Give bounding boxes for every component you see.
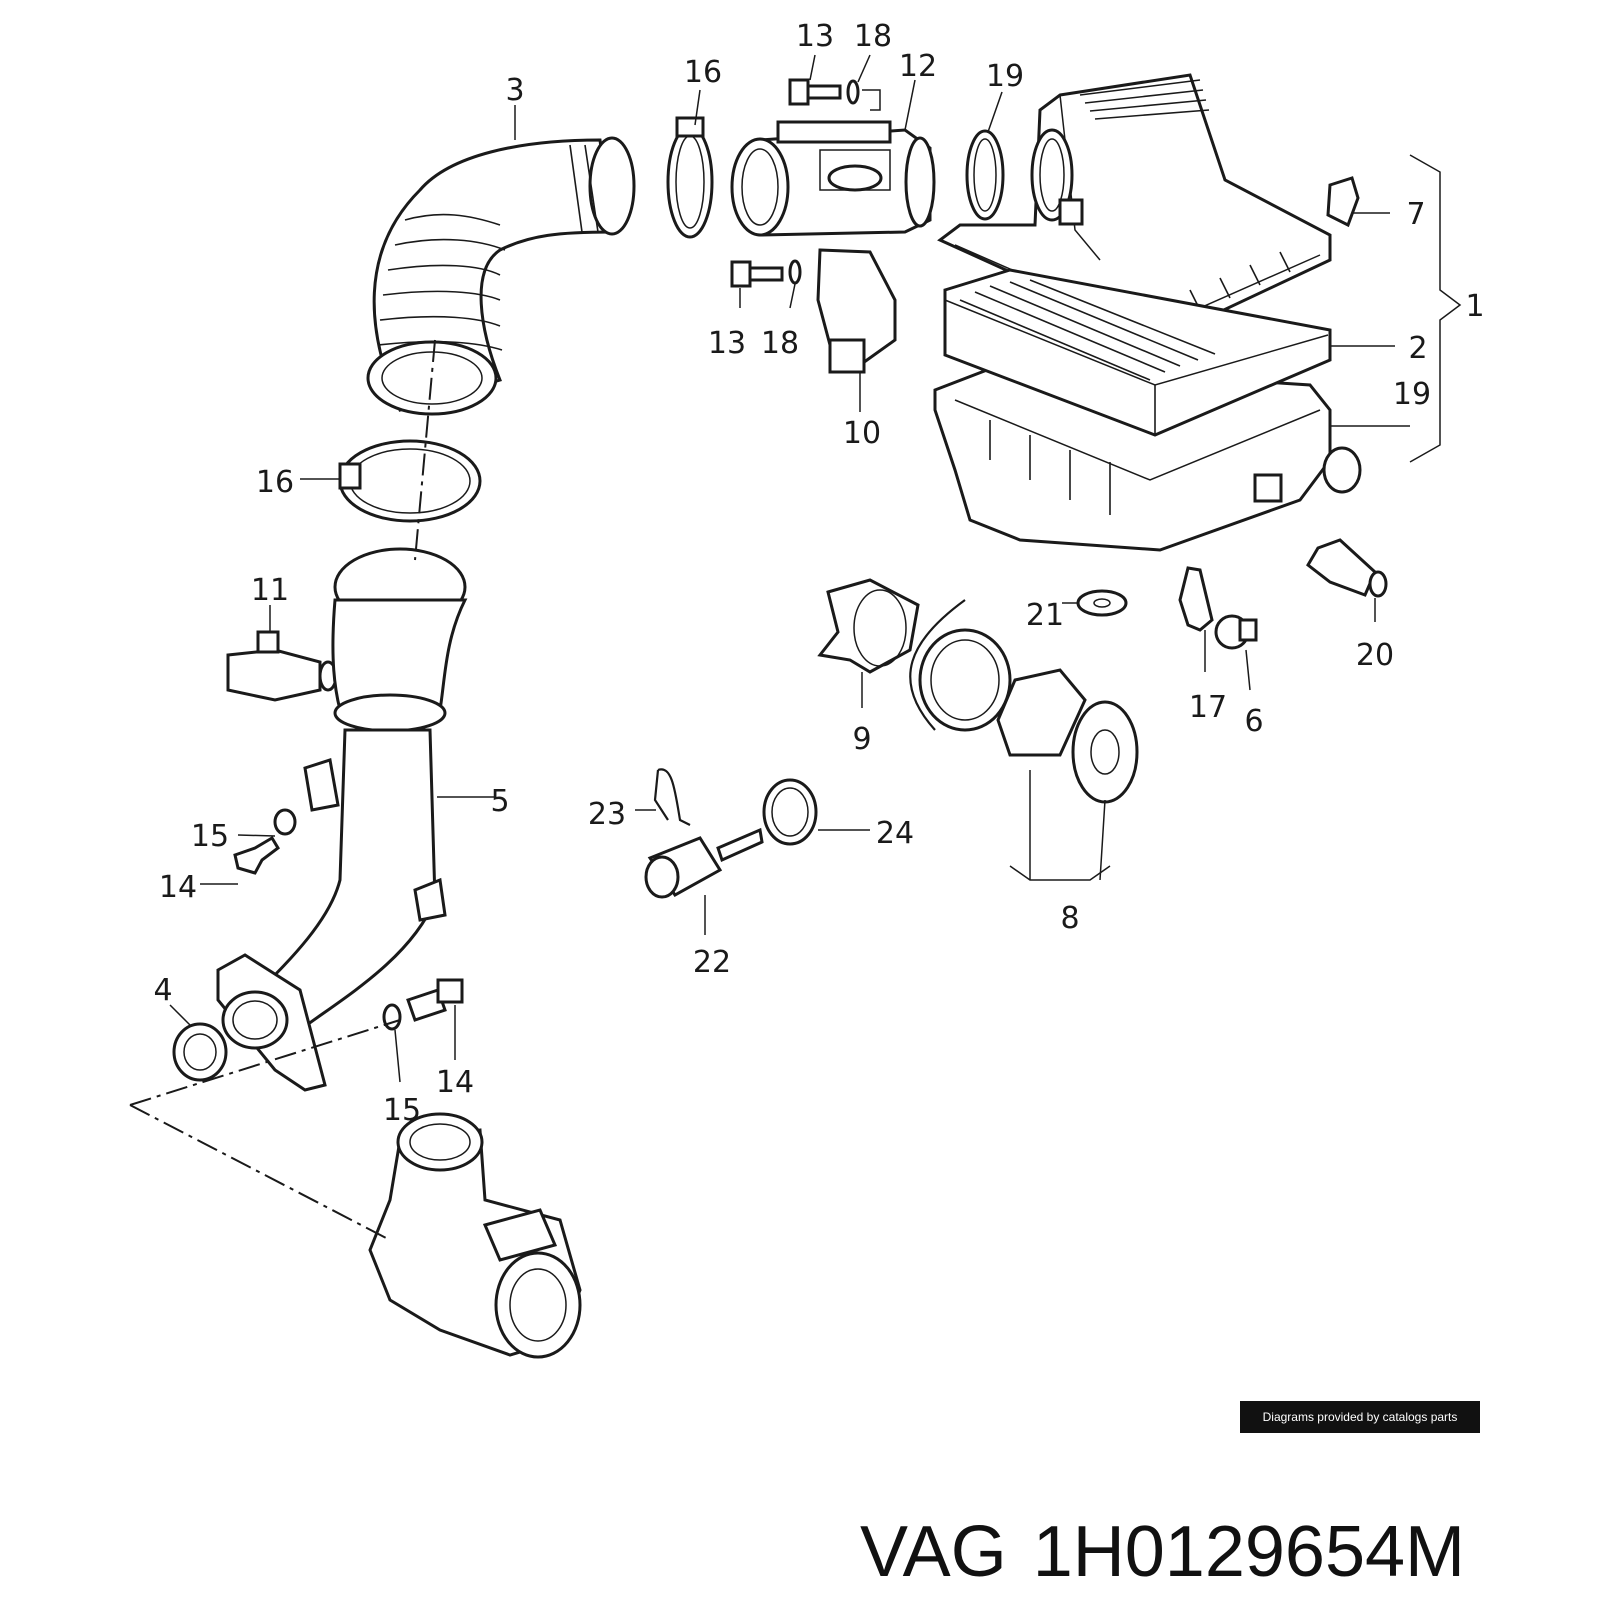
callout-14-upper: 14 [159, 870, 197, 905]
callout-18-upper: 18 [854, 19, 892, 54]
callout-4: 4 [153, 973, 172, 1008]
part-22-sensor [644, 827, 764, 899]
brand-label: VAG [860, 1512, 1007, 1592]
part-5-pipe [216, 547, 468, 1092]
callout-1: 1 [1465, 289, 1484, 324]
part-14-bolt-lower [406, 978, 464, 1022]
callout-13-upper: 13 [796, 19, 834, 54]
callout-16-upper: 16 [684, 55, 722, 90]
callout-9: 9 [852, 722, 871, 757]
callout-21: 21 [1026, 598, 1064, 633]
part-9-bracket [817, 578, 920, 674]
callout-2: 2 [1408, 331, 1427, 366]
part-10-sensor [816, 248, 897, 374]
part-15-washer-upper [273, 808, 297, 836]
callout-labels: 3 16 13 18 12 19 7 1 2 19 13 18 10 16 11… [153, 19, 1484, 1128]
callout-18-lower: 18 [761, 326, 799, 361]
callout-23: 23 [588, 797, 626, 832]
part-12-air-mass-meter [730, 120, 936, 237]
part-24-o-ring [762, 778, 818, 846]
part-6-valve [1214, 614, 1258, 650]
callout-22: 22 [693, 945, 731, 980]
part-16-clamp-upper [666, 116, 714, 239]
part-13-bolt-upper [788, 78, 842, 106]
part-20-filter [1306, 538, 1388, 598]
callout-14-lower: 14 [436, 1065, 474, 1100]
callout-16-lower: 16 [256, 465, 294, 500]
part-18-washer-lower [788, 259, 802, 285]
callout-19-upper: 19 [986, 59, 1024, 94]
part-16-clamp-lower [338, 439, 482, 523]
callout-17: 17 [1189, 690, 1227, 725]
callout-6: 6 [1244, 704, 1263, 739]
callout-15-upper: 15 [191, 819, 229, 854]
callout-19-lower: 19 [1393, 377, 1431, 412]
part-19-seal-upper [965, 129, 1005, 221]
callout-12: 12 [899, 49, 937, 84]
callout-11: 11 [251, 573, 289, 608]
callout-8: 8 [1060, 901, 1079, 936]
callout-5: 5 [490, 784, 509, 819]
callout-15-lower: 15 [383, 1093, 421, 1128]
part-14-bolt-upper [233, 835, 280, 875]
turbocharger [368, 1112, 582, 1359]
part-17-seal [1178, 566, 1214, 632]
part-15-washer-lower [382, 1003, 402, 1031]
credit-badge: Diagrams provided by catalogs parts [1240, 1401, 1480, 1433]
part-21-grommet [1076, 589, 1128, 617]
callout-3: 3 [505, 73, 524, 108]
part-23-clip [653, 768, 691, 826]
part-3-intake-hose [366, 136, 636, 416]
callout-10: 10 [843, 416, 881, 451]
part-4-gasket [172, 1022, 228, 1082]
part-18-washer-upper [846, 79, 860, 105]
part-13-bolt-lower [730, 260, 784, 288]
part-title: VAG 1H0129654M [860, 1512, 1590, 1592]
callout-7: 7 [1406, 197, 1425, 232]
callout-20: 20 [1356, 638, 1394, 673]
leader-lines [169, 54, 1462, 1083]
part-2-filter-element [943, 268, 1332, 437]
part-number: 1H0129654M [1032, 1512, 1466, 1592]
callout-24: 24 [876, 816, 914, 851]
center-lines [129, 339, 436, 1241]
part-8-ring-assembly [909, 599, 1139, 804]
part-11-connector [226, 630, 338, 702]
callout-13-lower: 13 [708, 326, 746, 361]
